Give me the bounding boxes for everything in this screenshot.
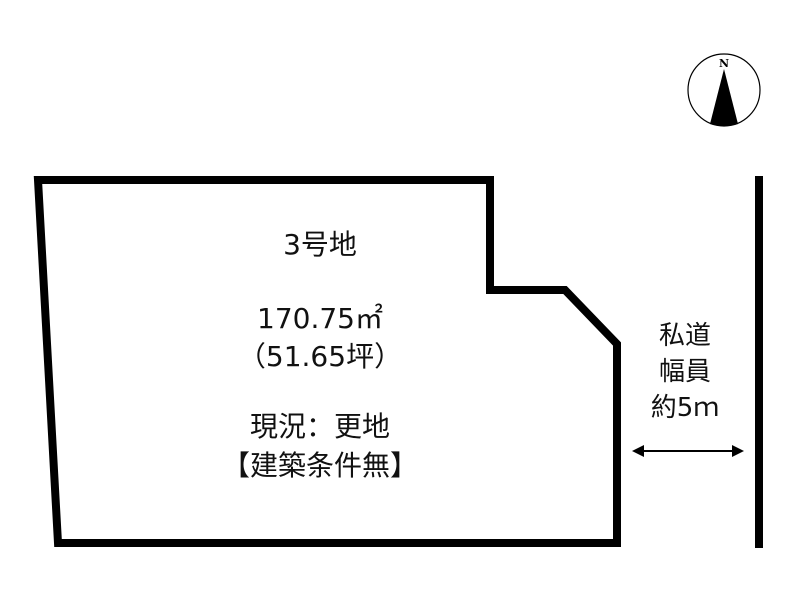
compass-north-label: N <box>719 57 729 70</box>
road-width-value: 約5ｍ <box>650 393 720 423</box>
lot-boundary <box>33 176 621 547</box>
lot-area-sqm: 170.75㎡ <box>257 302 383 335</box>
north-arrow-icon <box>687 53 761 127</box>
road-width-heading: 幅員 <box>658 357 711 387</box>
lot-condition: 【建築条件無】 <box>221 449 418 482</box>
lot-area-tsubo: （51.65坪） <box>237 340 403 373</box>
double-arrow-icon <box>632 445 744 457</box>
lot-name: 3号地 <box>283 228 357 261</box>
road-type-label: 私道 <box>658 321 711 351</box>
lot-status: 現況：更地 <box>249 410 390 443</box>
